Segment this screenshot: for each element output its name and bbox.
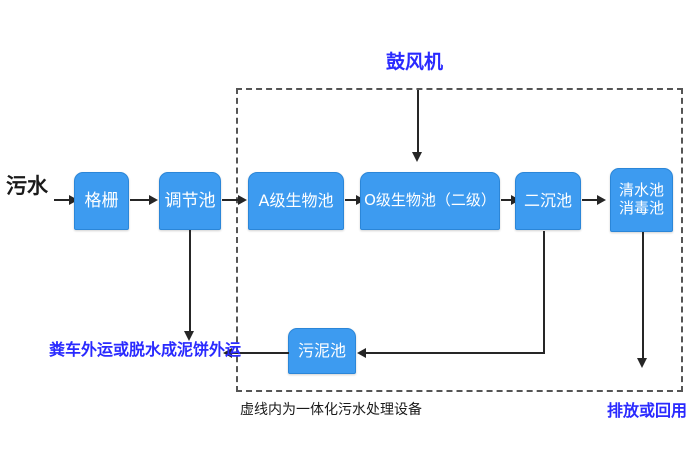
box-clarifier[interactable]: 二沉池 — [515, 172, 581, 230]
box-sludge-tank-label: 污泥池 — [297, 340, 346, 360]
box-clarifier-label: 二沉池 — [523, 190, 572, 210]
grate-to-equalization-arrowhead — [149, 195, 158, 205]
blower-feed-arrowhead — [412, 152, 422, 162]
box-o-stage[interactable]: O级生物池（二级） — [360, 172, 500, 230]
clarifier-sludge-left-line — [366, 352, 545, 354]
effluent-drop-line — [642, 232, 644, 360]
effluent-drop-arrowhead — [637, 358, 647, 368]
blower-label: 鼓风机 — [386, 51, 444, 73]
boundary-caption: 虚线内为一体化污水处理设备 — [240, 402, 422, 418]
sludge-disposal-label: 粪车外运或脱水成泥饼外运 — [49, 340, 242, 359]
box-a-stage-label: A级生物池 — [258, 190, 334, 210]
integrated-equipment-boundary — [236, 88, 683, 392]
box-disinfection-label: 消毒池 — [618, 199, 664, 217]
equalization-to-astage-arrowhead — [238, 195, 247, 205]
effluent-label: 排放或回用 — [607, 401, 688, 420]
influent-connector-line — [54, 199, 70, 201]
equalization-to-astage-line — [222, 199, 242, 201]
box-grate-label: 格栅 — [84, 190, 119, 211]
clarifier-sludge-down-line — [543, 231, 545, 353]
clarifier-to-clearwater-arrowhead — [597, 195, 606, 205]
clarifier-to-clearwater-line — [582, 199, 604, 201]
box-clearwater-disinfection[interactable]: 清水池 消毒池 — [610, 168, 673, 232]
equalization-sludge-drop-arrowhead — [184, 331, 194, 341]
box-equalization[interactable]: 调节池 — [159, 172, 221, 230]
box-grate[interactable]: 格栅 — [74, 172, 129, 230]
grate-to-equalization-line — [130, 199, 150, 201]
box-sludge-tank[interactable]: 污泥池 — [288, 328, 356, 374]
sludge-hauling-line — [232, 352, 289, 354]
influent-connector-arrowhead — [69, 195, 78, 205]
blower-feed-line — [417, 90, 419, 153]
box-equalization-label: 调节池 — [164, 190, 216, 211]
influent-label: 污水 — [6, 174, 48, 198]
sludge-hauling-arrowhead — [223, 348, 232, 358]
box-clearwater-label: 清水池 — [618, 181, 664, 200]
box-o-stage-label: O级生物池（二级） — [364, 191, 496, 210]
box-a-stage[interactable]: A级生物池 — [248, 172, 344, 230]
astage-to-ostage-line — [345, 199, 365, 201]
clarifier-sludge-arrowhead — [357, 348, 366, 358]
equalization-sludge-drop-line — [189, 230, 191, 332]
